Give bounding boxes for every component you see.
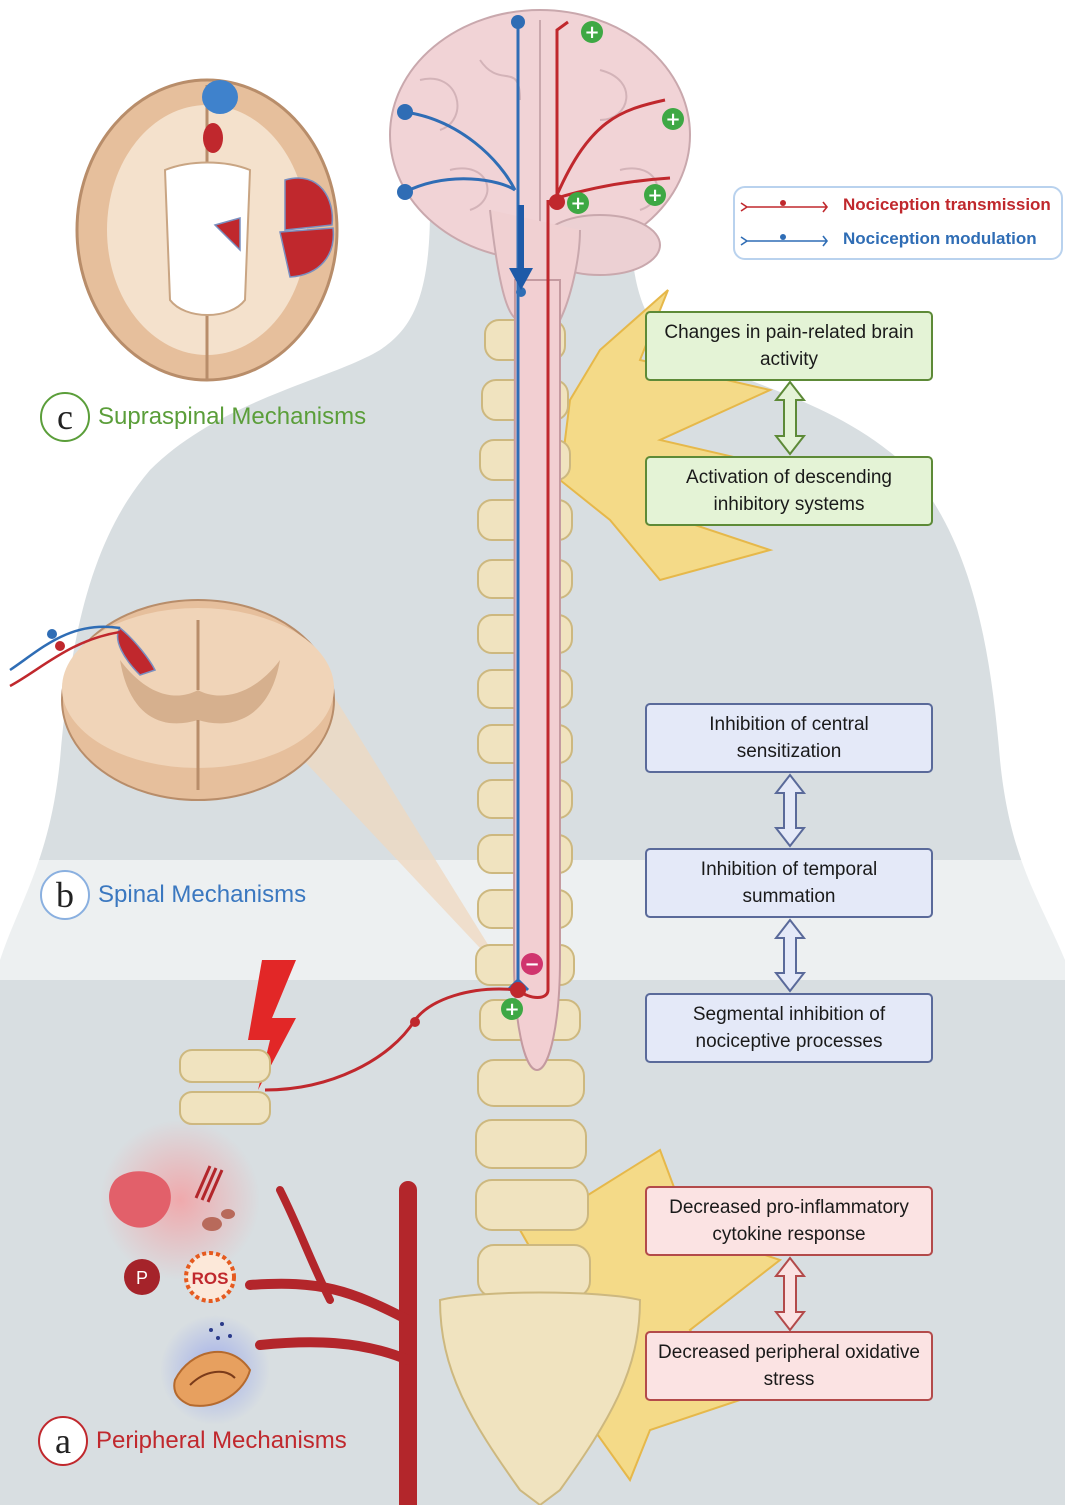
plus-icon-3: + (567, 192, 589, 214)
ros-icon: ROS (186, 1253, 234, 1301)
svg-text:P: P (136, 1268, 148, 1288)
svg-text:+: + (647, 185, 662, 206)
section-c-label: Supraspinal Mechanisms (98, 403, 366, 431)
spinal-cord (514, 280, 560, 1070)
section-a-label: Peripheral Mechanisms (96, 1427, 347, 1455)
box-segmental-inhibition: Segmental inhibition of nociceptive proc… (645, 993, 933, 1063)
box-descending-inhibition: Activation of descending inhibitory syst… (645, 456, 933, 526)
legend-transmission: Nociception transmission (735, 191, 1065, 221)
svg-text:+: + (665, 109, 680, 130)
box-central-sensitization: Inhibition of central sensitization (645, 703, 933, 773)
svg-text:+: + (504, 999, 519, 1020)
box-brain-activity: Changes in pain-related brain activity (645, 311, 933, 381)
section-a-badge: a (38, 1416, 88, 1466)
svg-text:+: + (570, 193, 585, 214)
legend-modulation-label: Nociception modulation (843, 229, 1037, 249)
section-c-badge: c (40, 392, 90, 442)
brain-axial-slice (77, 80, 337, 380)
section-spinal: b Spinal Mechanisms (40, 870, 306, 920)
plus-icon-4: + (644, 184, 666, 206)
legend-transmission-label: Nociception transmission (843, 195, 1051, 215)
section-peripheral: a Peripheral Mechanisms (38, 1416, 347, 1466)
box-oxidative-stress: Decreased peripheral oxidative stress (645, 1331, 933, 1401)
legend: Nociception transmission Nociception mod… (733, 186, 1063, 260)
transmission-line-icon (735, 191, 835, 221)
section-b-label: Spinal Mechanisms (98, 881, 306, 909)
plus-icon-1: + (581, 21, 603, 43)
svg-text:−: − (524, 954, 539, 975)
modulation-line-icon (735, 225, 835, 255)
section-b-badge: b (40, 870, 90, 920)
p-icon: P (124, 1259, 160, 1295)
plus-icon-5: + (501, 998, 523, 1020)
svg-text:+: + (584, 22, 599, 43)
minus-icon: − (521, 953, 543, 975)
spinal-cross-section (10, 600, 334, 800)
svg-text:ROS: ROS (192, 1269, 229, 1288)
legend-modulation: Nociception modulation (735, 225, 1065, 255)
section-supraspinal: c Supraspinal Mechanisms (40, 392, 366, 442)
box-cytokine-response: Decreased pro-inflammatory cytokine resp… (645, 1186, 933, 1256)
plus-icon-2: + (662, 108, 684, 130)
box-temporal-summation: Inhibition of temporal summation (645, 848, 933, 918)
